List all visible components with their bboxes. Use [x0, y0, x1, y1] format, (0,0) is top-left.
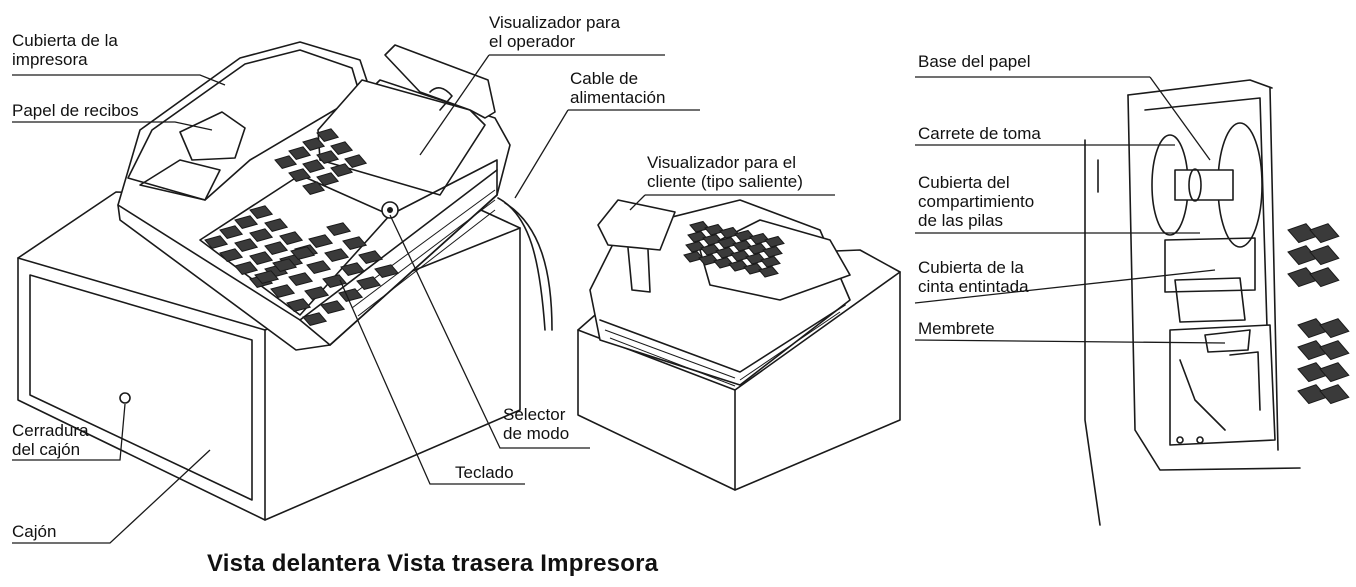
key [330, 163, 354, 177]
key [306, 260, 332, 274]
key [272, 258, 298, 272]
battery-cover [1164, 237, 1256, 293]
drawer-lock-icon [119, 392, 131, 404]
key [290, 246, 316, 260]
key [254, 270, 280, 284]
label-drawer: Cajón [12, 522, 57, 541]
key [286, 298, 312, 312]
ribbon-cover [1174, 277, 1246, 323]
key [279, 231, 304, 245]
key [762, 245, 783, 258]
key [270, 284, 296, 298]
key [302, 181, 326, 195]
label-customer-display: Visualizador para el cliente (tipo salie… [647, 153, 803, 191]
key [758, 265, 779, 278]
key [1309, 245, 1340, 266]
key [344, 154, 368, 168]
key [219, 248, 244, 262]
key [316, 172, 340, 186]
key [1319, 318, 1350, 339]
label-power-cable: Cable de alimentación [570, 69, 666, 107]
key [219, 225, 244, 239]
label-letterhead: Membrete [918, 319, 995, 338]
key [1319, 384, 1350, 405]
key [358, 250, 384, 264]
key [234, 261, 259, 275]
key [1309, 267, 1340, 288]
key [249, 228, 274, 242]
operator-display [317, 79, 486, 196]
label-receipt-paper: Papel de recibos [12, 101, 139, 120]
key [264, 241, 289, 255]
printer-cover [127, 49, 361, 201]
key [1319, 362, 1350, 383]
key [249, 251, 274, 265]
key [264, 218, 289, 232]
key [234, 238, 259, 252]
label-battery-cover: Cubierta del compartimiento de las pilas [918, 173, 1035, 230]
key [356, 276, 382, 290]
label-keyboard: Teclado [455, 463, 514, 482]
key [316, 128, 340, 142]
rear-vent-grille [604, 311, 841, 387]
key [302, 137, 326, 151]
letterhead-part [1204, 329, 1251, 353]
key [274, 155, 298, 169]
key [1319, 340, 1350, 361]
key [342, 236, 368, 250]
key [324, 248, 350, 262]
key [249, 205, 274, 219]
key [302, 312, 328, 326]
key [304, 286, 330, 300]
rear-keys [683, 220, 785, 278]
key [320, 300, 346, 314]
key [308, 234, 334, 248]
label-takeup-spool: Carrete de toma [918, 124, 1041, 143]
key [374, 264, 400, 278]
label-mode-switch: Selector de modo [503, 405, 570, 443]
label-operator-display: Visualizador para el operador [489, 13, 621, 51]
receipt-paper [179, 111, 246, 161]
printer-detail [1084, 79, 1350, 526]
key [288, 272, 314, 286]
keys [204, 128, 400, 326]
label-ribbon-cover: Cubierta de la cinta entintada [918, 258, 1029, 296]
key [340, 262, 366, 276]
label-printer-cover: Cubierta de la impresora [12, 31, 118, 69]
key [288, 168, 312, 182]
leader-lines [12, 54, 1226, 544]
key [316, 150, 340, 164]
key [1309, 223, 1340, 244]
key [326, 222, 352, 236]
caption: Vista delantera Vista trasera Impresora [207, 550, 659, 577]
side-keypad [1287, 223, 1350, 405]
key [234, 215, 259, 229]
customer-display [597, 199, 676, 251]
key [204, 235, 229, 249]
key [322, 274, 348, 288]
label-paper-base: Base del papel [918, 52, 1031, 71]
key [288, 146, 312, 160]
key [330, 141, 354, 155]
label-drawer-lock: Cerradura del cajón [12, 421, 89, 459]
key [302, 159, 326, 173]
key [764, 235, 785, 248]
key [760, 255, 781, 268]
rear-view-register [577, 199, 901, 491]
mode-switch-key-icon [387, 207, 393, 213]
takeup-spool [1151, 122, 1263, 248]
